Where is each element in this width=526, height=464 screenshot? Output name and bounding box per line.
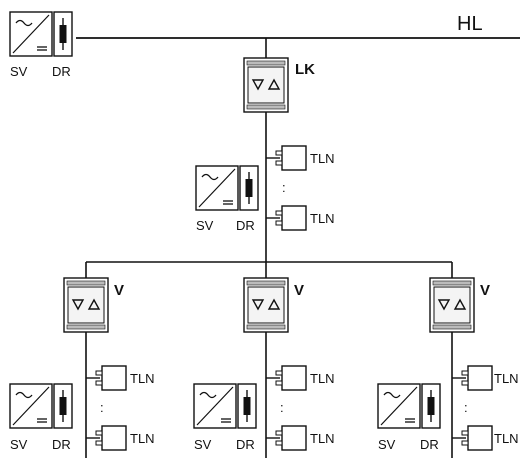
amp2-dr-label: DR: [236, 437, 255, 452]
top-dr-label: DR: [52, 64, 71, 79]
amp1-outlet-2-label: TLN: [130, 431, 155, 446]
top-power-supply: [9, 11, 73, 57]
amp2-outlet-1: [275, 365, 307, 391]
amp1-outlet-2: [95, 425, 127, 451]
mid-ellipsis: :: [282, 180, 286, 195]
distributor-label: LK: [295, 61, 315, 78]
amplifier-3-label: V: [480, 282, 490, 299]
amp3-dr-label: DR: [420, 437, 439, 452]
mid-dr-label: DR: [236, 218, 255, 233]
amp2-outlet-1-label: TLN: [310, 371, 335, 386]
amplifier-branch-2: V TLN : TLN SV DR: [193, 277, 335, 458]
amp1-dr-label: DR: [52, 437, 71, 452]
amp3-power-supply: [377, 383, 441, 429]
amp1-outlet-1-label: TLN: [130, 371, 155, 386]
mid-outlet-1-label: TLN: [310, 151, 335, 166]
mid-sv-label: SV: [196, 218, 214, 233]
amp2-ellipsis: :: [280, 400, 284, 415]
amp2-outlet-2-label: TLN: [310, 431, 335, 446]
amplifier-1: [63, 277, 109, 333]
amplifier-2-label: V: [294, 282, 304, 299]
amp1-ellipsis: :: [100, 400, 104, 415]
amp2-sv-label: SV: [194, 437, 212, 452]
amplifier-2: [243, 277, 289, 333]
amp3-ellipsis: :: [464, 400, 468, 415]
amplifier-branch-3: V TLN : TLN SV DR: [377, 277, 519, 458]
mid-power-supply: [195, 165, 259, 211]
amp3-outlet-2-label: TLN: [494, 431, 519, 446]
amplifier-1-label: V: [114, 282, 124, 299]
top-sv-label: SV: [10, 64, 28, 79]
amp3-sv-label: SV: [378, 437, 396, 452]
amp3-outlet-1-label: TLN: [494, 371, 519, 386]
amp3-outlet-1: [461, 365, 493, 391]
amplifier-branch-1: V TLN : TLN SV DR: [9, 277, 155, 458]
amplifier-3: [429, 277, 475, 333]
amp1-power-supply: [9, 383, 73, 429]
mid-outlet-1: [275, 145, 307, 171]
amp1-sv-label: SV: [10, 437, 28, 452]
amp2-power-supply: [193, 383, 257, 429]
amp3-outlet-2: [461, 425, 493, 451]
distributor-lk: [243, 57, 289, 113]
amp1-outlet-1: [95, 365, 127, 391]
mid-outlet-2-label: TLN: [310, 211, 335, 226]
amp2-outlet-2: [275, 425, 307, 451]
mid-outlet-2: [275, 205, 307, 231]
main-line-label: HL: [457, 13, 483, 35]
